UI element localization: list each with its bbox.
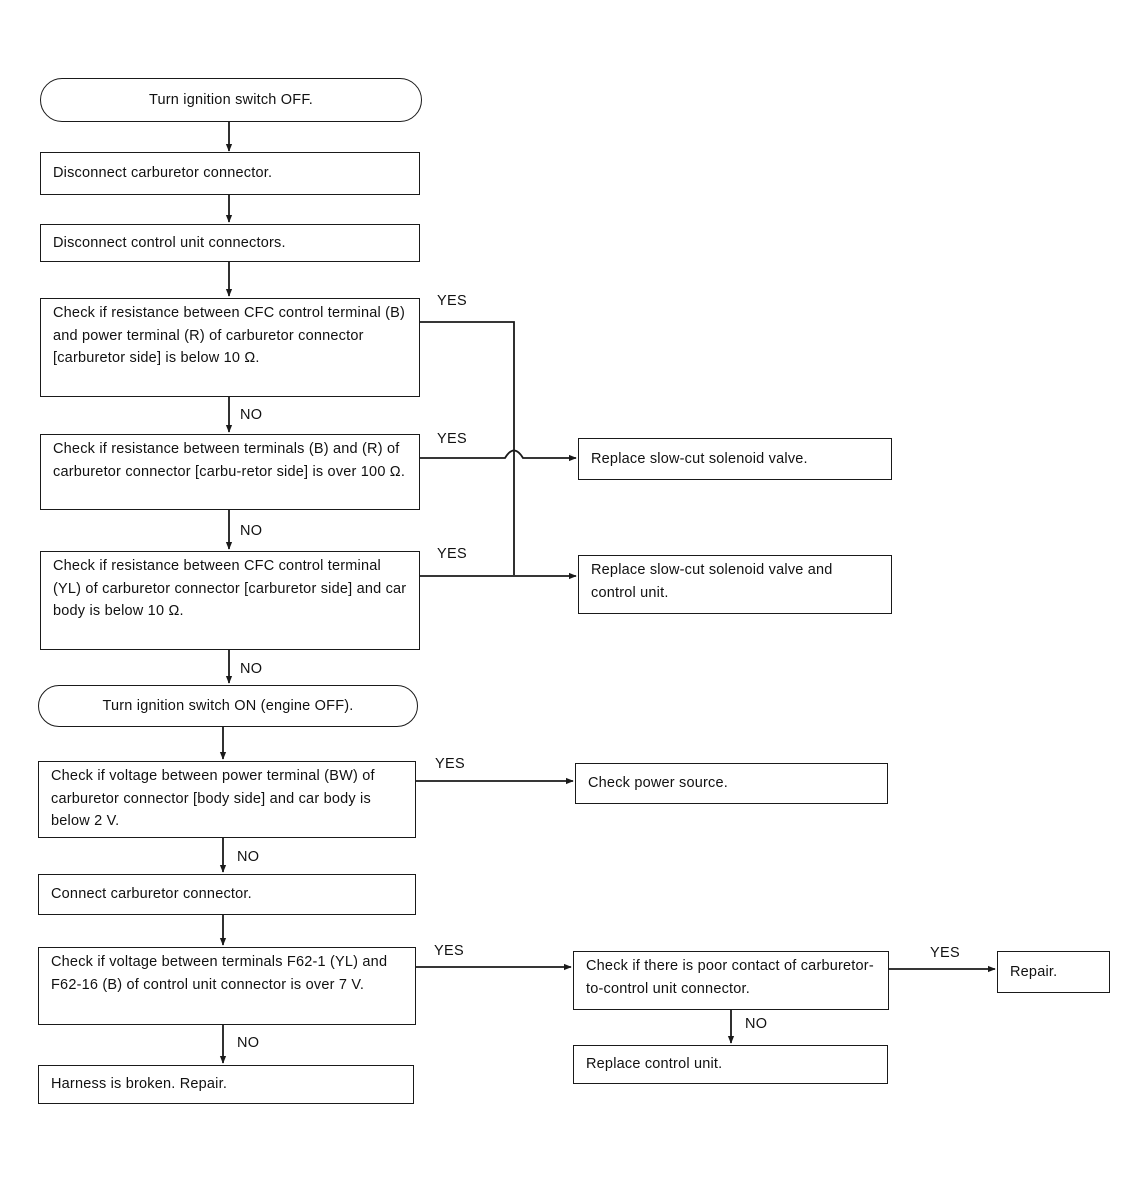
start-terminal: Turn ignition switch OFF. xyxy=(40,78,422,122)
decision-check4-text: Check if voltage between power terminal … xyxy=(51,768,375,829)
step-disconnect-cu-text: Disconnect control unit connectors. xyxy=(53,234,286,251)
label-check-contact-no: NO xyxy=(745,1016,768,1032)
decision-check3-text: Check if resistance between CFC control … xyxy=(53,558,407,619)
label-check4-yes: YES xyxy=(435,756,465,772)
decision-check2: Check if resistance between terminals (B… xyxy=(40,434,420,510)
decision-check3: Check if resistance between CFC control … xyxy=(40,551,420,650)
result-check-power: Check power source. xyxy=(575,763,888,804)
start-text: Turn ignition switch OFF. xyxy=(148,91,313,108)
result-replace-cu-text: Replace control unit. xyxy=(586,1056,723,1073)
decision-check-contact-text: Check if there is poor contact of carbur… xyxy=(586,958,874,997)
step-disconnect-cu: Disconnect control unit connectors. xyxy=(40,224,420,262)
result-replace-valve-text: Replace slow-cut solenoid valve. xyxy=(591,450,808,467)
decision-check1-text: Check if resistance between CFC control … xyxy=(53,305,406,366)
result-harness-broken-text: Harness is broken. Repair. xyxy=(51,1076,228,1093)
ignition-on-terminal: Turn ignition switch ON (engine OFF). xyxy=(38,685,418,727)
label-check1-no: NO xyxy=(240,407,263,423)
label-check2-yes: YES xyxy=(437,431,467,447)
result-replace-valve-and-cu: Replace slow-cut solenoid valve and cont… xyxy=(578,555,892,614)
label-check5-no: NO xyxy=(237,1035,260,1051)
label-check2-no: NO xyxy=(240,523,263,539)
ignition-on-text: Turn ignition switch ON (engine OFF). xyxy=(102,697,354,714)
label-check4-no: NO xyxy=(237,849,260,865)
result-check-power-text: Check power source. xyxy=(588,775,728,792)
decision-check5: Check if voltage between terminals F62-1… xyxy=(38,947,416,1025)
label-check3-yes: YES xyxy=(437,546,467,562)
result-repair-text: Repair. xyxy=(1010,963,1058,980)
step-connect-carb: Connect carburetor connector. xyxy=(38,874,416,915)
decision-check4: Check if voltage between power terminal … xyxy=(38,761,416,838)
decision-check5-text: Check if voltage between terminals F62-1… xyxy=(51,954,388,993)
result-replace-valve: Replace slow-cut solenoid valve. xyxy=(578,438,892,480)
label-check3-no: NO xyxy=(240,661,263,677)
label-check5-yes: YES xyxy=(434,943,464,959)
result-repair: Repair. xyxy=(997,951,1110,993)
step-connect-carb-text: Connect carburetor connector. xyxy=(51,886,252,903)
result-replace-cu: Replace control unit. xyxy=(573,1045,888,1084)
step-disconnect-carb-text: Disconnect carburetor connector. xyxy=(53,165,273,182)
label-check-contact-yes: YES xyxy=(930,945,960,961)
arrow-check1-yes xyxy=(420,321,515,575)
step-disconnect-carb: Disconnect carburetor connector. xyxy=(40,152,420,195)
decision-check-contact: Check if there is poor contact of carbur… xyxy=(573,951,889,1010)
decision-check2-text: Check if resistance between terminals (B… xyxy=(53,441,406,480)
result-harness-broken: Harness is broken. Repair. xyxy=(38,1065,414,1104)
decision-check1: Check if resistance between CFC control … xyxy=(40,298,420,397)
result-replace-valve-and-cu-text: Replace slow-cut solenoid valve and cont… xyxy=(591,562,833,601)
label-check1-yes: YES xyxy=(437,293,467,309)
arrow-check2-yes xyxy=(420,449,577,462)
